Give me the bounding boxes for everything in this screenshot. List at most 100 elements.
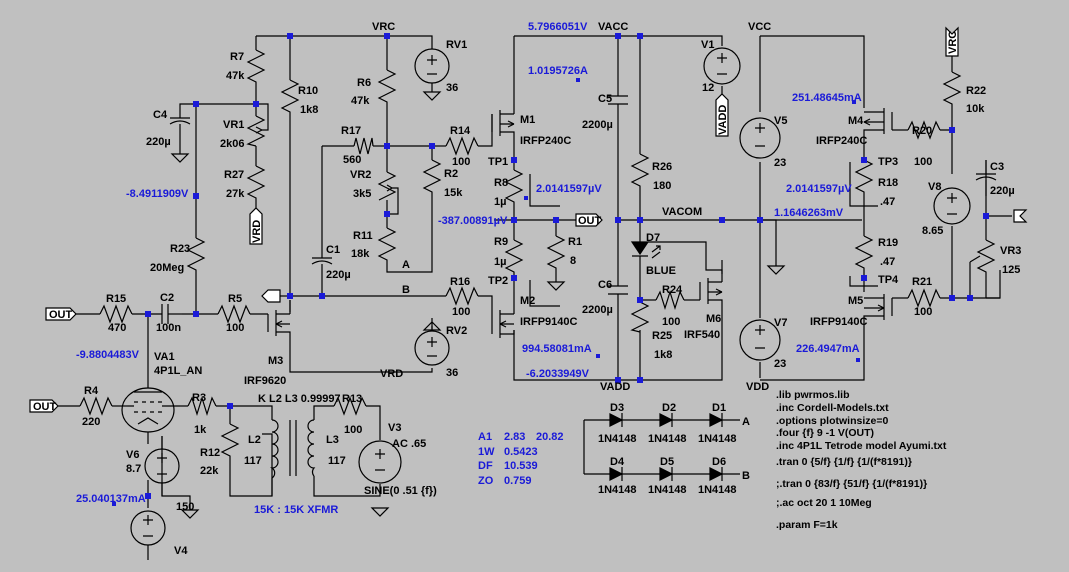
v8-circle [933,187,971,225]
r2-val: 15k [444,187,463,199]
d6-body [709,467,724,481]
diode-symbols [609,241,724,481]
c4-ref: C4 [153,109,168,121]
vacc-label: VACC [598,21,628,33]
r25-ref: R25 [652,330,672,342]
m3-val: IRF9620 [244,375,286,387]
va1-val: 4P1L_AN [154,365,202,377]
v6-val: 8.7 [126,463,141,475]
r13-ref: R13 [342,393,362,405]
r10-val: 1k8 [300,104,318,116]
r6-ref: R6 [357,77,371,89]
component-labels: R7 47k VR1 2k06 R27 27k C4 220µ R10 1k8 … [82,39,1021,557]
l3-val: 117 [328,455,346,467]
vr3-ref: VR3 [1000,245,1021,257]
r2-body [422,159,442,206]
r22-val: 10k [966,103,985,115]
directive-0: .lib pwrmos.lib [776,389,850,401]
probe-markers [112,78,860,506]
wire-network-driver [56,35,493,510]
out-flag-tube [29,399,59,413]
tp3-ref: TP3 [878,156,898,168]
l2-ref: L2 [248,434,261,446]
c4-val: 220µ [146,136,171,148]
v6-ref: V6 [126,449,139,461]
r23-body [186,237,206,278]
r6-val: 47k [351,95,370,107]
l2-val: 117 [244,455,262,467]
d2-val: 1N4148 [648,433,687,445]
c1-val: 220µ [326,269,351,281]
r24-val: 100 [662,316,680,328]
d7-ref: D7 [646,232,660,244]
vrc-flag-text: VRC [947,31,959,54]
spice-directives: .lib pwrmos.lib .inc Cordell-Models.txt … [776,389,947,531]
tp2-ref: TP2 [488,275,508,287]
v5-val: 23 [774,157,786,169]
r10-ref: R10 [298,85,318,97]
v7-ref: V7 [774,317,787,329]
r14-body [445,136,479,156]
vrd-label: VRD [380,368,403,380]
b-label-diode: B [742,470,750,482]
r6-body [377,69,397,114]
d2-ref: D2 [662,402,676,414]
fourier-a-2: 10.539 [504,460,538,472]
r4-ref: R4 [84,385,99,397]
fourier-k-3: ZO [478,475,494,487]
tp4-ref: TP4 [878,274,899,286]
mosfet-symbols [267,104,893,340]
r15-ref: R15 [106,293,126,305]
directive-4: .inc 4P1L Tetrode model Ayumi.txt [776,440,947,452]
c3-ref: C3 [990,161,1004,173]
fourier-k-0: A1 [478,431,492,443]
tp-voltage: 2.0141597µV [536,183,602,195]
directive-2: .options plotwinsize=0 [776,415,888,427]
fourier-k-2: DF [478,460,493,472]
m2-val: IRFP9140C [520,316,578,328]
tp1-ref: TP1 [488,156,508,168]
d3-val: 1N4148 [598,433,637,445]
out-flag-text-tube: OUT [33,401,57,413]
r18-ref: R18 [878,177,898,189]
rv2-ref: RV2 [446,325,467,337]
i-flag-right [1013,209,1028,223]
r15-body [99,304,133,324]
out-flag-left [45,307,77,321]
rv1-circle [414,48,450,84]
r11-ref: R11 [353,230,373,242]
r18-body [854,159,874,200]
m3-body [267,300,291,340]
r19-body [854,235,874,280]
directive-5: .tran 0 {5/f} {1/f} {1/(f*8191)} [776,456,912,468]
directive-6: ;.tran 0 {83/f} {51/f} {1/(f*8191)} [776,478,927,490]
v3-sine: SINE(0 .51 {f}) [364,485,437,497]
r25-val: 1k8 [654,349,672,361]
r26-body [630,153,650,190]
directive-3: .four {f} 9 -1 V(OUT) [776,427,874,439]
r25-body [630,300,650,333]
c4-body [169,117,191,140]
m1-val: IRFP240C [520,135,571,147]
vacc-voltage: 5.7966051V [528,21,588,33]
r21-ref: R21 [912,276,932,288]
d5-body [659,467,674,481]
vr1-voltage: -8.4911909V [126,188,189,200]
vr1-body [246,115,266,147]
d6-val: 1N4148 [698,484,737,496]
fourier-k-1: 1W [478,446,495,458]
r8-ref: R8 [494,177,508,189]
vrc-flag [945,26,959,57]
r1-body [546,235,566,270]
r3-body [187,395,217,417]
directive-7: ;.ac oct 20 1 10Meg [776,497,872,509]
v3-circle [358,440,402,484]
m4-val: IRFP240C [816,135,867,147]
wire-network-output [494,35,1012,381]
r13-val: 100 [344,424,362,436]
l3-coil [307,419,316,477]
r21-val: 100 [914,306,932,318]
va1-voltage: -9.8804483V [76,349,140,361]
vr3-val: 125 [1002,264,1020,276]
